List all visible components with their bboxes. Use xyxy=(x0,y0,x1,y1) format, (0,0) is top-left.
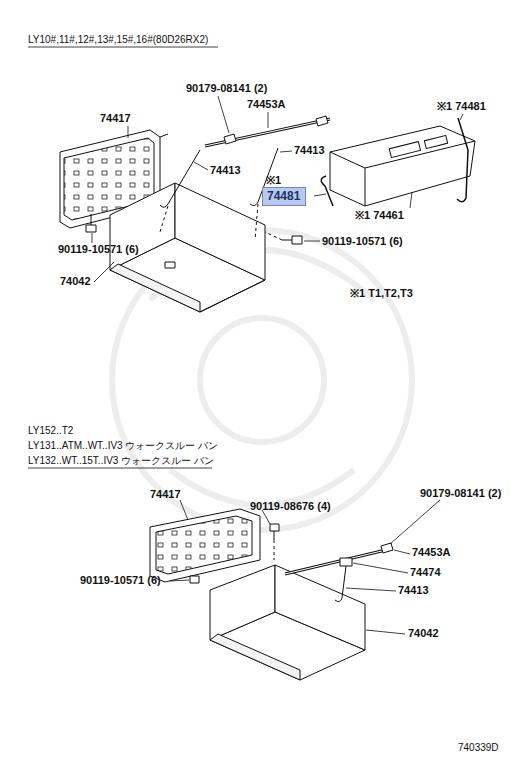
hook-bolt xyxy=(335,566,346,602)
cover-hook xyxy=(457,118,468,202)
part-number: 74413 xyxy=(398,584,429,597)
part-number: 90119-08676 (4) xyxy=(250,500,331,513)
model-note: LY131..ATM..WT..IV3 ウォークスルー バン xyxy=(28,440,218,452)
part-number: 90179-08141 (2) xyxy=(186,82,267,95)
part-number: 74413 xyxy=(210,164,241,177)
hook-bolt xyxy=(160,150,200,207)
dash-line xyxy=(255,204,258,240)
model-note: LY152..T2 xyxy=(28,425,73,437)
part-number: ※1 74461 xyxy=(355,209,404,222)
part-number: 90179-08141 (2) xyxy=(420,487,501,500)
hold-down-rod xyxy=(285,543,393,574)
part-number: ※1 xyxy=(266,174,281,187)
part-number: 90119-10571 (6) xyxy=(80,574,161,587)
part-number: 90119-10571 (6) xyxy=(58,243,139,256)
title-underline xyxy=(28,468,212,469)
hold-down-rod xyxy=(205,116,330,146)
clamp xyxy=(340,558,352,566)
leader-lines xyxy=(92,96,463,634)
part-number: 74042 xyxy=(408,627,439,640)
cover-hook xyxy=(321,176,333,206)
part-number: 74042 xyxy=(60,275,91,288)
dash-line xyxy=(160,206,168,232)
highlighted-part-number: 74481 xyxy=(262,187,306,206)
part-number: 74417 xyxy=(150,488,181,501)
part-number: 74453A xyxy=(247,98,286,111)
part-number: ※1 74481 xyxy=(437,100,486,113)
bolt xyxy=(282,236,302,244)
battery-bracket xyxy=(150,509,260,582)
model-note: LY10#,11#,12#,13#,15#,16#(80D26RX2) xyxy=(28,34,208,46)
battery-cover xyxy=(330,126,475,206)
part-number: ※1 T1,T2,T3 xyxy=(350,287,413,300)
figure-number: 740339D xyxy=(458,742,499,754)
part-number: 74453A xyxy=(412,546,451,559)
battery-tray xyxy=(210,565,365,680)
dash-line xyxy=(274,540,275,560)
part-number: 74417 xyxy=(100,112,131,125)
bolt xyxy=(86,214,96,232)
part-number: 90119-10571 (6) xyxy=(322,235,403,248)
title-underline xyxy=(28,47,218,48)
dash-line xyxy=(265,232,282,240)
part-number: 74474 xyxy=(410,566,441,579)
part-number: 74413 xyxy=(294,144,325,157)
part-number: 74481 xyxy=(267,189,301,203)
model-note: LY132..WT..15T..IV3 ウォークスルー バン xyxy=(28,455,214,467)
